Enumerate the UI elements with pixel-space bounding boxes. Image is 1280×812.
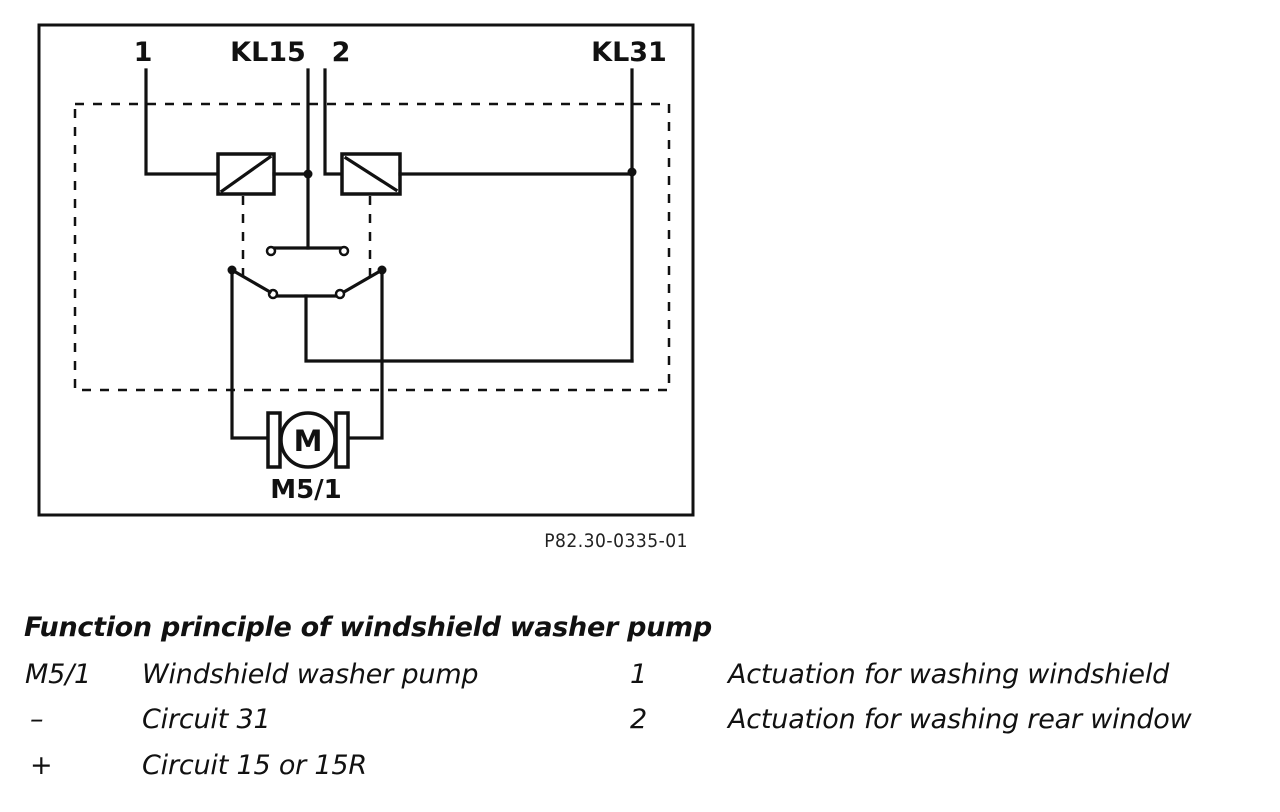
junction-kl31	[627, 167, 637, 177]
legend-key: M5/1	[25, 659, 91, 690]
wire-motor-right	[346, 268, 384, 440]
legend-item-plus: + Circuit 15 or 15R	[0, 750, 600, 786]
legend-desc: Actuation for washing rear window	[728, 704, 1192, 735]
upper-contact-left	[265, 245, 277, 257]
legend-key: +	[30, 750, 53, 781]
reference-code: P82.30-0335-01	[544, 530, 688, 552]
legend-desc: Circuit 15 or 15R	[142, 750, 367, 781]
terminal-1-label: 1	[134, 37, 153, 68]
junction-kl15	[303, 169, 313, 179]
diagram-frame	[37, 23, 695, 517]
wire-ground-return	[304, 294, 634, 363]
motor-circle	[279, 411, 337, 469]
legend-key: –	[30, 704, 44, 735]
motor-symbol: M	[294, 424, 323, 458]
relay-coil-1-diagonal	[219, 154, 273, 194]
legend-item-m5-1: M5/1 Windshield washer pump	[0, 659, 600, 695]
terminal-kl15-label: KL15	[230, 37, 306, 68]
legend-key: 1	[630, 659, 647, 690]
legend-item-1: 1 Actuation for washing windshield	[620, 659, 1280, 695]
legend-key: 2	[630, 704, 647, 735]
legend-desc: Actuation for washing windshield	[728, 659, 1170, 690]
wire-terminal-2	[323, 68, 344, 176]
terminal-kl31-label: KL31	[591, 37, 667, 68]
wire-terminal-1	[144, 68, 220, 176]
legend-title: Function principle of windshield washer …	[24, 612, 712, 643]
legend-item-minus: – Circuit 31	[0, 704, 600, 740]
control-unit-boundary	[73, 102, 671, 392]
motor-brush-left	[266, 411, 282, 469]
legend-desc: Circuit 31	[142, 704, 271, 735]
wire-motor-left	[230, 268, 270, 440]
relay-coil-2-diagonal	[343, 155, 399, 193]
switch-arm-1	[229, 267, 273, 295]
terminal-2-label: 2	[332, 37, 351, 68]
switch-arm-2	[341, 267, 385, 295]
legend-item-2: 2 Actuation for washing rear window	[620, 704, 1280, 740]
motor-label: M5/1	[270, 475, 342, 505]
motor-brush-right	[334, 411, 350, 469]
upper-contact-right	[338, 245, 350, 257]
lower-contact-right	[334, 288, 346, 300]
legend-desc: Windshield washer pump	[142, 659, 479, 690]
